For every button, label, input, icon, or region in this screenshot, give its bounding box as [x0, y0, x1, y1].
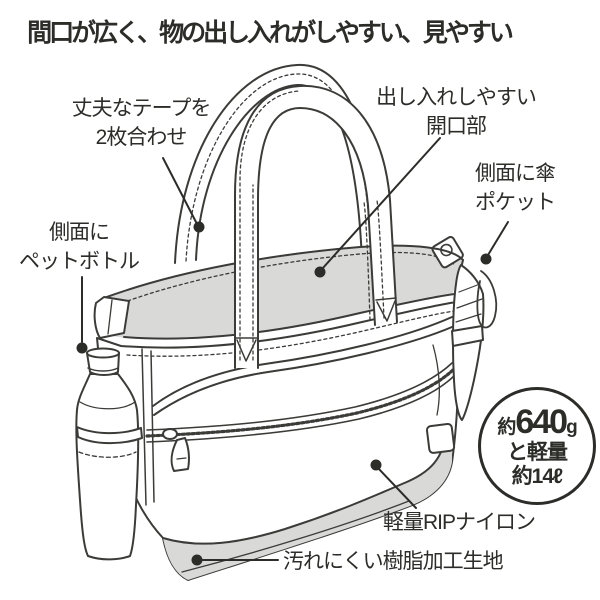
bottle-label-line2: ペットボトル	[19, 250, 140, 273]
tape-label-line2: 2枚合わせ	[95, 126, 188, 149]
ripstop-leader-dot	[370, 459, 382, 471]
umbrella-leader-dot	[480, 253, 492, 265]
leader-lines	[76, 137, 509, 566]
umbrella-pocket-label-line2: ポケット	[475, 191, 556, 214]
ripstop-label: 軽量RIPナイロン	[383, 511, 536, 534]
opening-leader-dot	[314, 266, 326, 278]
weight-unit: g	[566, 417, 578, 438]
umbrella-pocket-label: 側面に傘 ポケット	[430, 159, 600, 217]
bottle-label: 側面に ペットボトル	[0, 218, 158, 276]
bottle-label-line1: 側面に	[49, 221, 110, 244]
bag-bottom-drawing	[162, 422, 456, 580]
tape-label-line1: 丈夫なテープを	[71, 97, 212, 120]
umbrella-pocket-label-line1: 側面に傘	[475, 162, 556, 185]
tape-label: 丈夫なテープを 2枚合わせ	[51, 94, 231, 152]
weight-badge-line3: 約14ℓ	[511, 465, 564, 488]
front-handle-drawing	[234, 84, 398, 369]
zipper-pull-icon	[162, 428, 190, 472]
opening-leader-line	[321, 137, 441, 270]
stain-resistant-label: 汚れにくい樹脂加工生地	[283, 550, 504, 573]
opening-label-line2: 開口部	[426, 115, 487, 138]
stain-leader-dot	[191, 554, 203, 566]
tape-leader-line	[162, 157, 198, 225]
opening-label-line1: 出し入れしやすい	[376, 86, 537, 109]
weight-badge-line2: と軽量	[507, 441, 568, 464]
page-title: 間口が広く、物の出し入れがしやすい、見やすい	[27, 19, 514, 47]
umbrella-leader-line	[487, 221, 509, 256]
umbrella-drawing	[451, 264, 498, 421]
tape-leader-dot	[193, 221, 205, 233]
bottle-leader-dot	[76, 342, 88, 354]
front-pocket-drawing	[145, 316, 456, 472]
weight-value: 640	[515, 403, 568, 441]
bottle-pocket-hem	[76, 426, 143, 445]
brand-patch	[425, 422, 456, 454]
weight-prefix: 約	[497, 417, 516, 438]
pet-bottle-drawing	[75, 347, 143, 561]
ripstop-leader-line	[377, 467, 417, 509]
opening-label: 出し入れしやすい 開口部	[366, 83, 546, 141]
